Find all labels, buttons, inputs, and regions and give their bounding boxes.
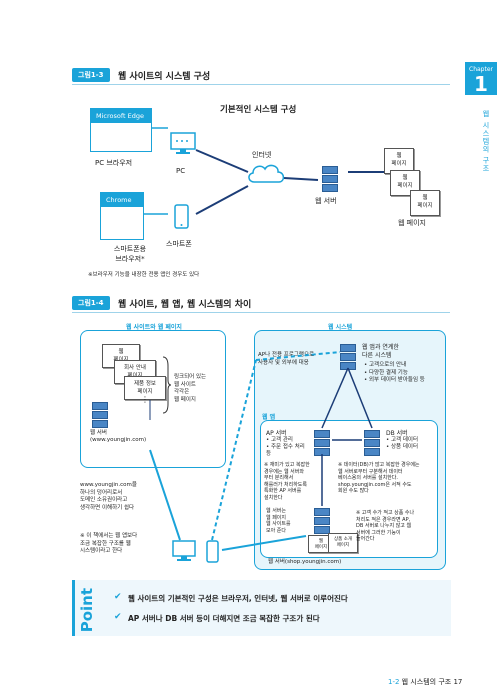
check-icon: ✔ — [114, 592, 122, 602]
chrome-label: Chrome — [101, 193, 143, 207]
chapter-number: 1 — [474, 72, 488, 96]
edge-label: Microsoft Edge — [91, 109, 151, 123]
web-server-description: 웹 서버는 웹 페이지 웹 사이트를 모아 준다 — [266, 508, 291, 534]
shop-web-server-icon — [314, 508, 330, 534]
smartphone-icon — [174, 204, 189, 229]
smartphone-browser-window: Chrome — [100, 192, 144, 240]
external-item: • 다양한 결제 기능 — [364, 369, 408, 376]
chapter-tab: Chapter 1 — [465, 62, 497, 95]
ap-server-note: ※ 재미가 있고 복잡한 경우에는 웹 서버와 부터 분리해서 해를러가 처리하… — [264, 462, 310, 501]
shop-page-card: 웹 페이지 — [308, 535, 334, 553]
pc-browser-window: Microsoft Edge — [90, 108, 152, 152]
web-page-card: 웹 페이지 — [384, 148, 414, 174]
footer-section: 1-2 — [388, 678, 400, 686]
line-pc-cloud — [195, 149, 249, 173]
diagram-heading: 기본적인 시스템 구성 — [220, 105, 297, 115]
point-heading: Point — [78, 588, 96, 633]
dashed-to-external — [255, 351, 341, 361]
check-icon: ✔ — [114, 612, 122, 622]
chapter-word: Chapter — [469, 66, 493, 73]
external-item: • 고객으로의 안내 — [364, 362, 407, 368]
figure-1-4-title: 웹 사이트, 웹 앱, 웹 시스템의 차이 — [118, 300, 252, 310]
web-server-label: 웹 서버 — [315, 197, 337, 205]
db-server-note: ※ 데이터(DB)가 많고 복잡한 경우에는 웹 서버로부터 구분해서 데이터 … — [338, 462, 420, 494]
site-server-label: 웹 서버 (www.youngjin.com) — [90, 430, 147, 443]
line-phone-cloud — [195, 185, 249, 215]
site-page-card: 제품 정보 페이지 — [124, 376, 166, 400]
dashed-phone-to-system — [211, 359, 257, 541]
figure-1-3-title: 웹 사이트의 시스템 구성 — [118, 72, 211, 82]
point-line: AP 서버나 DB 서버 등이 더해지면 조금 복잡한 구조가 된다 — [128, 614, 320, 623]
client-pc-icon — [172, 540, 196, 561]
site-brace-text: 링크되어 있는 웹 사이트 각각은 웹 페이지 — [174, 374, 207, 403]
site-description: www.youngjin.com을 하나의 덩어리로서 도메인 소유권이라고 생… — [80, 482, 137, 511]
client-footnote: ※ 이 책에서는 웹 앱보다 조금 복잡한 구조를 웹 시스템이라고 한다 — [80, 533, 138, 554]
chapter-vertical-title: 웹 시스템의 구조 — [482, 110, 490, 173]
external-system-items: • 고객으로의 안내 • 다양한 결제 기능 • 외부 데이터 받아들임 등 — [364, 362, 425, 385]
scale-note: ※ 고객 수가 적고 상품 수나 처리도 적은 경우라면 AP, DB 서버로 … — [356, 510, 415, 542]
shop-server-label: 웹 서버(shop.youngjin.com) — [268, 559, 342, 565]
pc-label: PC — [176, 167, 186, 175]
footer-title: 웹 시스템의 구조 — [401, 678, 452, 686]
pc-icon — [170, 132, 196, 154]
page-number: 17 — [453, 678, 463, 686]
figure-1-3-label: 그림1-3 — [72, 68, 110, 82]
brace-icon — [162, 356, 172, 414]
line-ext-ap — [321, 367, 349, 429]
point-box — [72, 580, 451, 636]
figure-1-4-label: 그림1-4 — [72, 296, 110, 310]
line-cloud-server — [283, 177, 319, 181]
ap-server-title: AP 서버 — [266, 430, 287, 437]
divider — [72, 312, 450, 313]
db-server-items: • 고객 데이터 • 상품 데이터 — [386, 437, 419, 450]
smartphone-browser-caption: 스마트폰용 브라우저* — [113, 245, 147, 263]
browser-footnote: ※브라우저 기능을 내장한 전용 앱인 경우도 있다 — [88, 272, 200, 278]
web-page-card: 웹 페이지 — [410, 190, 440, 216]
more-pages-dots: ⋮ — [141, 395, 149, 404]
external-item: • 외부 데이터 받아들임 등 — [364, 377, 425, 383]
divider — [72, 84, 450, 85]
pc-browser-caption: PC 브라우저 — [95, 159, 133, 167]
web-server-icon — [322, 166, 338, 192]
external-server-icon — [340, 344, 356, 370]
cloud-icon — [248, 164, 285, 183]
ap-server-items: • 고객 관리 • 주문 접수 처리 등 — [266, 437, 305, 457]
page-footer: 1-2 웹 시스템의 구조 17 — [388, 677, 462, 687]
shop-page-card: 상품 소개 페이지 — [328, 533, 358, 553]
web-system-panel-title: 웹 시스템 — [328, 324, 353, 331]
external-system-title: 웹 앱과 연계한 다른 시스템 — [362, 344, 399, 359]
client-phone-icon — [206, 540, 219, 563]
line-site-server-pc — [149, 449, 181, 541]
website-panel-title: 웹 사이트와 웹 페이지 — [126, 324, 182, 331]
smartphone-label: 스마트폰 — [166, 240, 192, 248]
point-line: 웹 사이트의 기본적인 구성은 브라우저, 인터넷, 웹 서버로 이루어진다 — [128, 594, 348, 603]
web-pages-caption: 웹 페이지 — [398, 219, 426, 227]
line-ext-db — [347, 367, 373, 429]
internet-label: 인터넷 — [252, 151, 272, 159]
site-server-icon — [92, 402, 108, 428]
line-phone-shop — [221, 535, 307, 551]
db-server-icon — [364, 430, 380, 456]
db-server-title: DB 서버 — [386, 430, 408, 437]
web-app-title: 웹 앱 — [262, 414, 276, 421]
